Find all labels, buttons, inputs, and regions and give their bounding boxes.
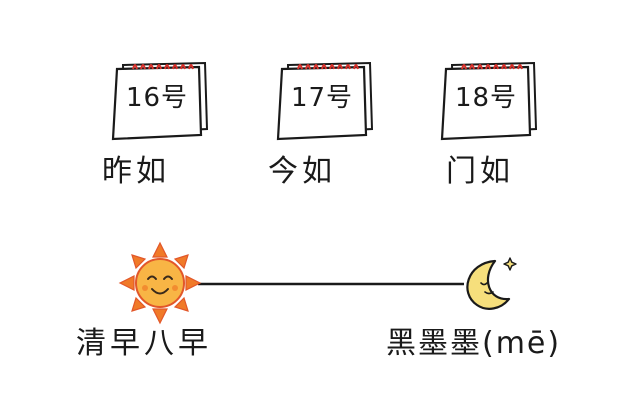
calendar-date: 17号 — [290, 83, 354, 113]
timeline-start-label: 清早八早 — [76, 326, 212, 361]
timeline-end-label: 黑墨墨(mē) — [386, 326, 562, 361]
calendar-icon — [440, 61, 538, 141]
caption-today: 今如 — [268, 154, 336, 189]
moon-icon — [466, 259, 511, 310]
calendar-18: 18号 — [432, 55, 552, 145]
caption-tomorrow: 门如 — [446, 154, 514, 189]
caption-yesterday: 昨如 — [102, 154, 170, 189]
sun-icon — [118, 241, 202, 325]
calendar-16: 16号 — [103, 55, 223, 145]
calendar-17: 17号 — [268, 55, 388, 145]
star-icon — [503, 257, 517, 271]
calendar-date: 16号 — [125, 83, 189, 113]
calendar-date: 18号 — [454, 83, 518, 113]
calendar-icon — [276, 61, 374, 141]
calendar-icon — [111, 61, 209, 141]
